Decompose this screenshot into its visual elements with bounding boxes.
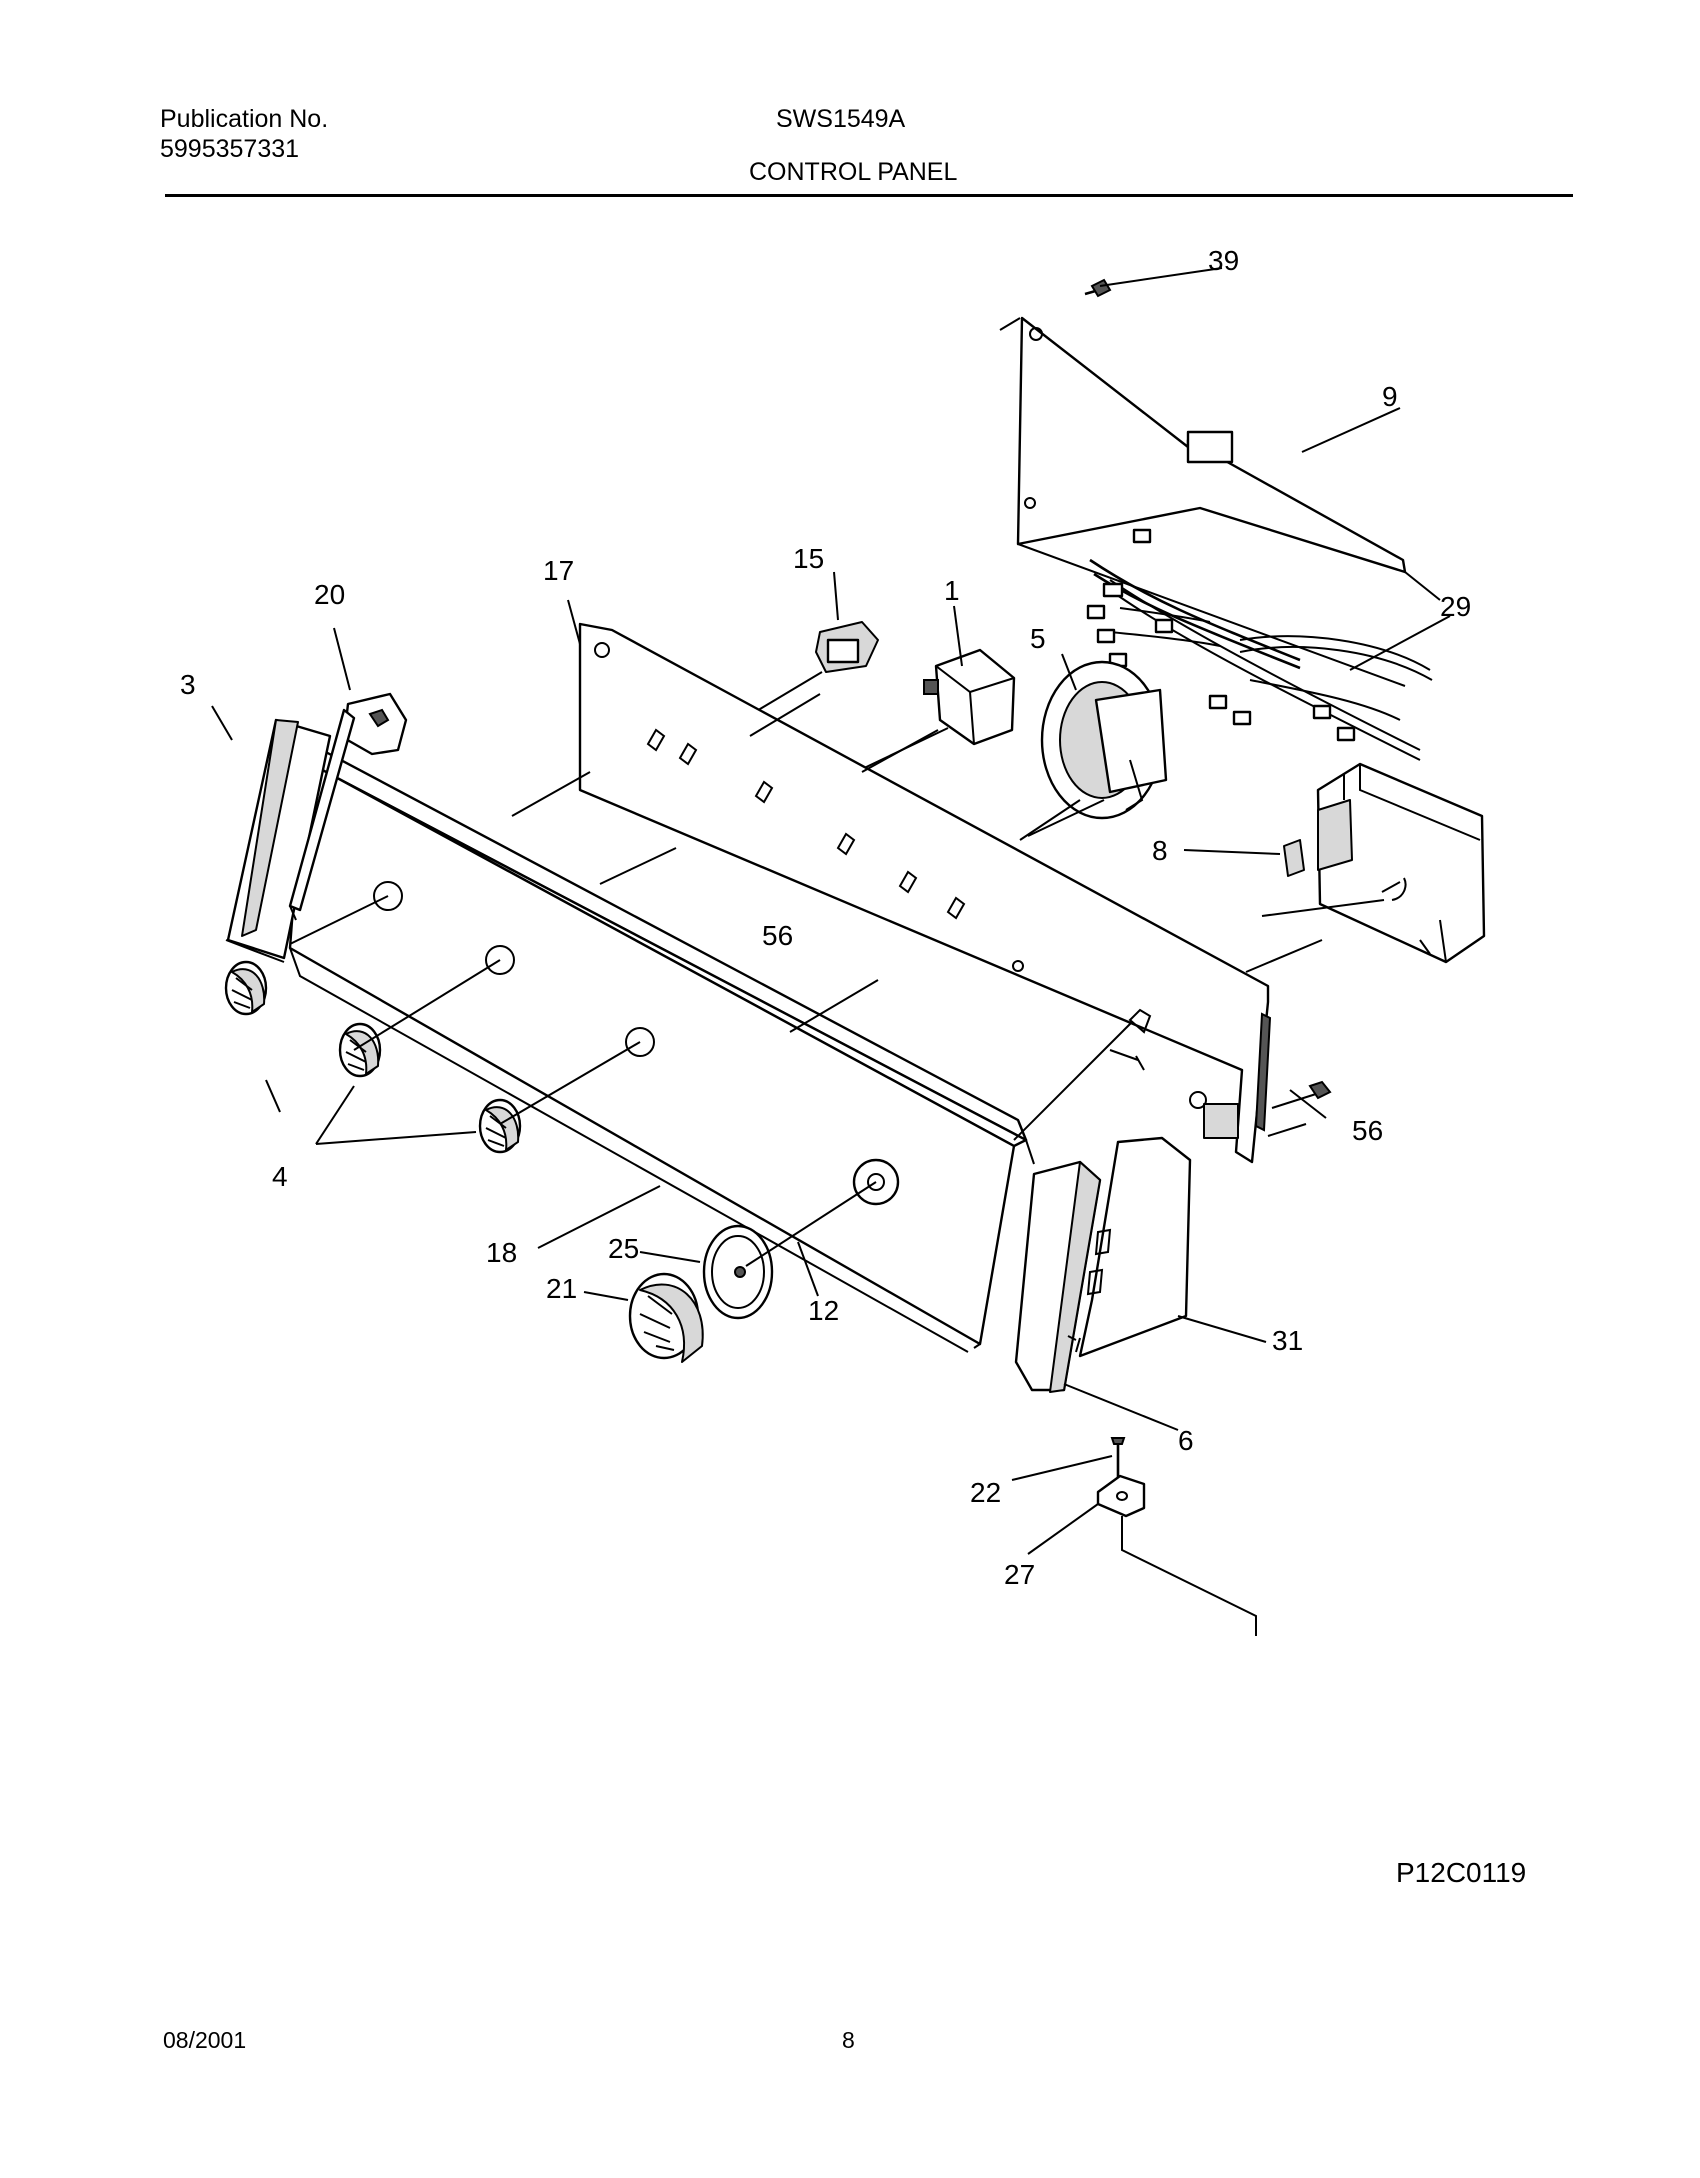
switch-15: [754, 621, 879, 713]
callout-56: 56: [762, 920, 793, 951]
callout-20: 20: [314, 579, 345, 610]
callout-17: 17: [543, 555, 574, 586]
console-end-31: [1067, 1136, 1192, 1358]
assembly-lines: [211, 267, 1451, 1636]
callout-3: 3: [180, 669, 196, 700]
callout-56-right: 56: [1352, 1115, 1383, 1146]
callout-12: 12: [808, 1295, 839, 1326]
callout-29: 29: [1440, 591, 1471, 622]
sub-panel-17: [578, 622, 1272, 1164]
section-title: CONTROL PANEL: [749, 158, 958, 186]
model-number: SWS1549A: [776, 105, 906, 133]
callout-31: 31: [1272, 1325, 1303, 1356]
callout-25: 25: [608, 1233, 639, 1264]
page-number: 8: [842, 2027, 855, 2053]
header-rule: [165, 194, 1573, 197]
component-5: [1019, 660, 1168, 841]
callout-22: 22: [970, 1477, 1001, 1508]
end-cap-3: [225, 718, 332, 963]
large-knob-21: [628, 1272, 704, 1363]
bracket-20: [288, 692, 408, 921]
timer-8: [1261, 762, 1486, 964]
small-knob-3: [478, 1098, 522, 1154]
small-knob-1: [224, 960, 268, 1016]
publication-number: 5995357331: [160, 135, 300, 163]
screw-56: [1308, 1080, 1332, 1100]
callout-labels: 39 9 29 15 1 17 20 5 3 8 56 56 4 18 25 2…: [180, 245, 1471, 1590]
publication-label: Publication No.: [160, 105, 329, 133]
publication-date: 08/2001: [163, 2027, 247, 2053]
callout-15: 15: [793, 543, 824, 574]
callout-18: 18: [486, 1237, 517, 1268]
callout-27: 27: [1004, 1559, 1035, 1590]
drawing-id: P12C0119: [1396, 1857, 1527, 1888]
screw-39: [1084, 278, 1112, 298]
end-cap-6: [1014, 1160, 1102, 1393]
callout-1: 1: [944, 575, 960, 606]
callout-5: 5: [1030, 623, 1046, 654]
main-console: [288, 748, 1028, 1353]
callout-6: 6: [1178, 1425, 1194, 1456]
wire-harness: [1086, 528, 1433, 761]
callout-9: 9: [1382, 381, 1398, 412]
callout-21: 21: [546, 1273, 577, 1304]
callout-39: 39: [1208, 245, 1239, 276]
switch-1: [859, 648, 1016, 771]
dial-25: [702, 1224, 774, 1320]
small-knob-2: [338, 1022, 382, 1078]
rear-panel: [999, 316, 1441, 687]
bracket-27: [1096, 1474, 1146, 1518]
callout-4: 4: [272, 1161, 288, 1192]
screw-22: [1110, 1437, 1126, 1482]
callout-8: 8: [1152, 835, 1168, 866]
